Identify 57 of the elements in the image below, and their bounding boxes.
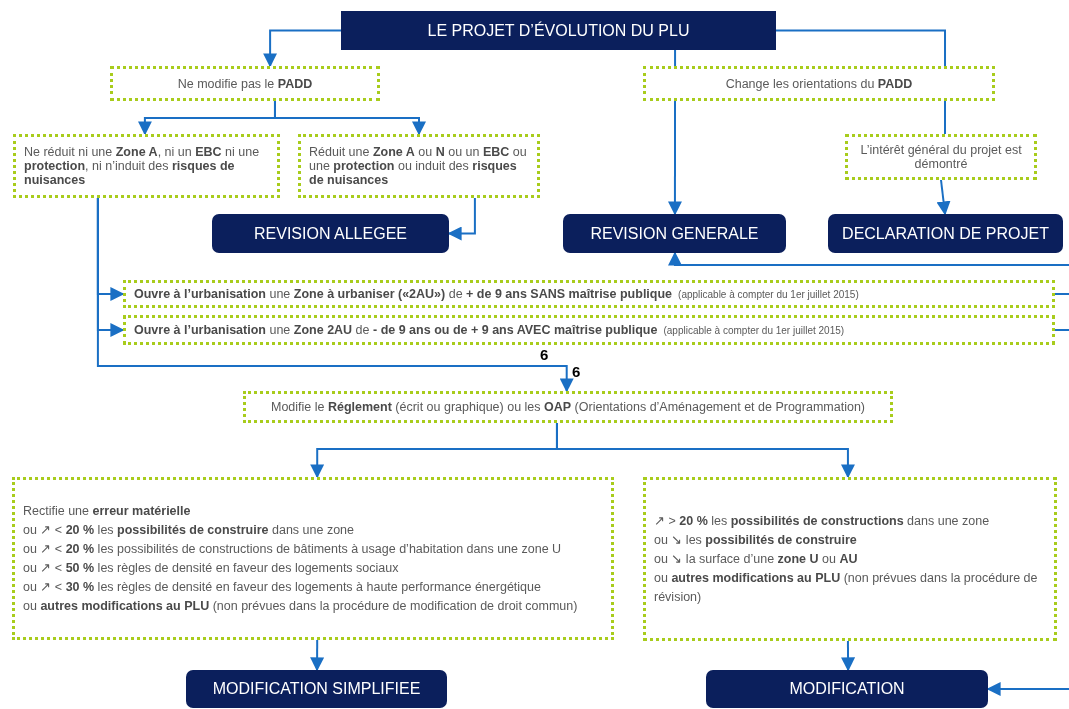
- procedure-box: [212, 214, 449, 253]
- arrow: [936, 179, 951, 216]
- arrow: [96, 197, 574, 393]
- connector-line: [1054, 293, 1069, 295]
- criterion-text: ou ↗ < 50 % les règles de densité en faveur des logements sociaux: [23, 559, 400, 577]
- arrow: [273, 100, 426, 136]
- box-text: Ne réduit ni une Zone A, ni un EBC ni une protection, ni n’induit des risques de nuisances: [24, 145, 261, 187]
- condition-box: [123, 315, 1055, 345]
- arrow: [555, 422, 855, 479]
- box-text: Ouvre à l’urbanisation une Zone à urbaniser («2AU») de + de 9 ans SANS maîtrise publique: [134, 287, 673, 301]
- box-text: MODIFICATION SIMPLIFIEE: [212, 680, 421, 698]
- criterion-text: ou autres modifications au PLU (non prévues dans la procédure de révision): [654, 569, 1039, 606]
- criterion-text: ↗ > 20 % les possibilités de constructions dans une zone: [654, 512, 991, 530]
- box-text: L’intérêt général du projet est démontré: [859, 143, 1023, 171]
- arrow: [310, 639, 325, 672]
- arrow: [841, 640, 856, 672]
- criteria-box: [643, 477, 1057, 641]
- criterion-text: ou ↗ < 20 % les possibilités de constructions de bâtiments à usage d’habitation dans une zone U: [23, 540, 563, 558]
- connector-line: [986, 682, 1069, 696]
- box-text: MODIFICATION: [789, 680, 905, 698]
- note-text: (applicable à compter du 1er juillet 2015): [663, 325, 845, 336]
- procedure-box: [828, 214, 1063, 253]
- title-banner: [341, 11, 776, 50]
- callout-number: 6: [572, 363, 581, 380]
- procedure-box: [186, 670, 447, 708]
- criterion-text: ou ↗ < 30 % les règles de densité en faveur des logements à haute performance énergétique: [23, 578, 542, 596]
- criterion-text: ou ↘ les possibilités de construire: [654, 531, 858, 549]
- criterion-text: ou autres modifications au PLU (non prévues dans la procédure de modification de droit commun): [23, 597, 579, 615]
- arrow: [667, 100, 682, 216]
- box-text: Réduit une Zone A ou N ou un EBC ou une protection ou induit des risques de nuisances: [309, 145, 528, 187]
- box-text: REVISION ALLEGEE: [254, 224, 407, 243]
- condition-box: [110, 66, 380, 101]
- connector-line: [1054, 329, 1069, 331]
- condition-box: [13, 134, 280, 198]
- criterion-text: ou ↗ < 20 % les possibilités de construire dans une zone: [23, 521, 355, 539]
- callout-number: 6: [540, 346, 549, 363]
- arrow: [447, 197, 476, 241]
- procedure-box: [706, 670, 988, 708]
- condition-box: [123, 280, 1055, 308]
- box-text: Change les orientations du PADD: [725, 76, 913, 91]
- box-text: Ouvre à l’urbanisation une Zone 2AU de - de 9 ans ou de + 9 ans AVEC maîtrise publique: [134, 323, 658, 337]
- condition-box: [643, 66, 995, 101]
- box-text: Ne modifie pas le PADD: [177, 76, 313, 91]
- criterion-text: Rectifie une erreur matérielle: [23, 502, 192, 520]
- condition-box: [298, 134, 540, 198]
- criteria-box: [12, 477, 614, 640]
- box-text: LE PROJET D’ÉVOLUTION DU PLU: [427, 21, 690, 40]
- box-text: REVISION GENERALE: [590, 224, 759, 243]
- criterion-text: ou ↘ la surface d’une zone U ou AU: [654, 550, 859, 568]
- box-text: DECLARATION DE PROJET: [842, 224, 1049, 243]
- box-text: Modifie le Réglement (écrit ou graphique) ou les OAP (Orientations d’Aménagement et de Programmation): [270, 400, 865, 414]
- procedure-box: [563, 214, 786, 253]
- note-text: (applicable à compter du 1er juillet 2015): [678, 289, 859, 300]
- condition-box: [845, 134, 1037, 180]
- arrow: [263, 29, 342, 68]
- connector-line: [667, 251, 1069, 266]
- condition-box: [243, 391, 893, 423]
